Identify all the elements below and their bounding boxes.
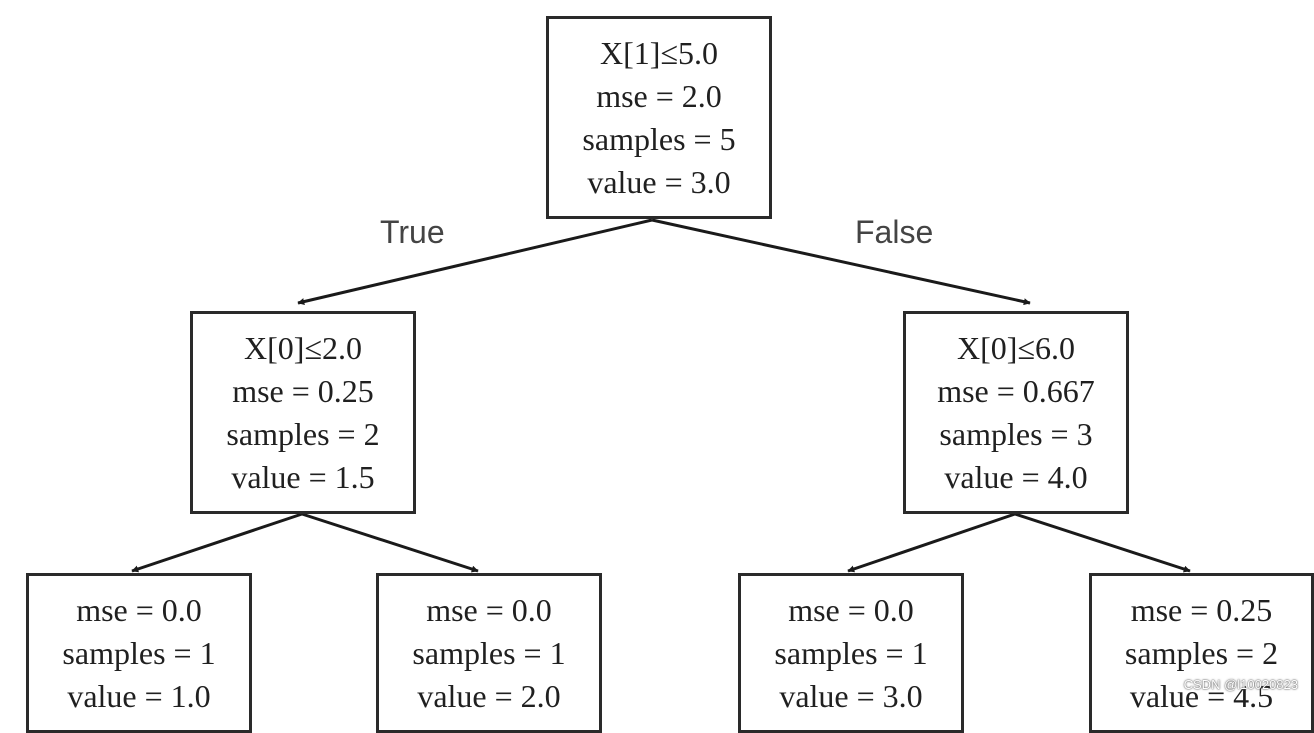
right-node: X[0]≤6.0 mse = 0.667 samples = 3 value =…: [903, 311, 1129, 514]
leaf-rr-samples: samples = 2: [1124, 635, 1279, 671]
leaf-node-ll: mse = 0.0 samples = 1 value = 1.0: [26, 573, 252, 733]
leaf-node-lr: mse = 0.0 samples = 1 value = 2.0: [376, 573, 602, 733]
left-node: X[0]≤2.0 mse = 0.25 samples = 2 value = …: [190, 311, 416, 514]
leaf-ll-samples: samples = 1: [62, 635, 216, 671]
root-mse: mse = 2.0: [596, 78, 722, 114]
edge-root-to-left: [297, 218, 653, 305]
root-samples: samples = 5: [582, 121, 736, 157]
right-mse: mse = 0.667: [937, 373, 1095, 409]
edge-left-to-leaf-ll: [131, 512, 303, 573]
leaf-ll-mse: mse = 0.0: [76, 592, 202, 628]
edge-right-to-leaf-rr: [1014, 512, 1191, 573]
leaf-node-rl: mse = 0.0 samples = 1 value = 3.0: [738, 573, 964, 733]
right-value: value = 4.0: [944, 459, 1088, 495]
left-split-condition: X[0]≤2.0: [244, 330, 362, 366]
tree-edges: [131, 218, 1191, 573]
edge-root-to-right: [651, 218, 1031, 306]
leaf-rr-mse: mse = 0.25: [1130, 592, 1273, 628]
left-samples: samples = 2: [226, 416, 380, 452]
leaf-rl-samples: samples = 1: [774, 635, 928, 671]
leaf-rl-mse: mse = 0.0: [788, 592, 914, 628]
root-node: X[1]≤5.0 mse = 2.0 samples = 5 value = 3…: [546, 16, 772, 219]
right-samples: samples = 3: [939, 416, 1093, 452]
left-value: value = 1.5: [231, 459, 375, 495]
true-edge-label: True: [380, 214, 445, 250]
edge-right-to-leaf-rl: [847, 512, 1016, 573]
leaf-node-rr: mse = 0.25 samples = 2 value = 4.5: [1089, 573, 1314, 733]
root-split-condition: X[1]≤5.0: [600, 35, 718, 71]
right-split-condition: X[0]≤6.0: [957, 330, 1075, 366]
leaf-lr-mse: mse = 0.0: [426, 592, 552, 628]
left-mse: mse = 0.25: [232, 373, 374, 409]
leaf-lr-samples: samples = 1: [412, 635, 566, 671]
leaf-rl-value: value = 3.0: [779, 678, 923, 714]
root-value: value = 3.0: [587, 164, 731, 200]
csdn-watermark: CSDN @l10020823: [1183, 677, 1298, 692]
false-edge-label: False: [855, 214, 934, 250]
leaf-ll-value: value = 1.0: [67, 678, 211, 714]
leaf-lr-value: value = 2.0: [417, 678, 561, 714]
edge-left-to-leaf-lr: [301, 512, 479, 573]
